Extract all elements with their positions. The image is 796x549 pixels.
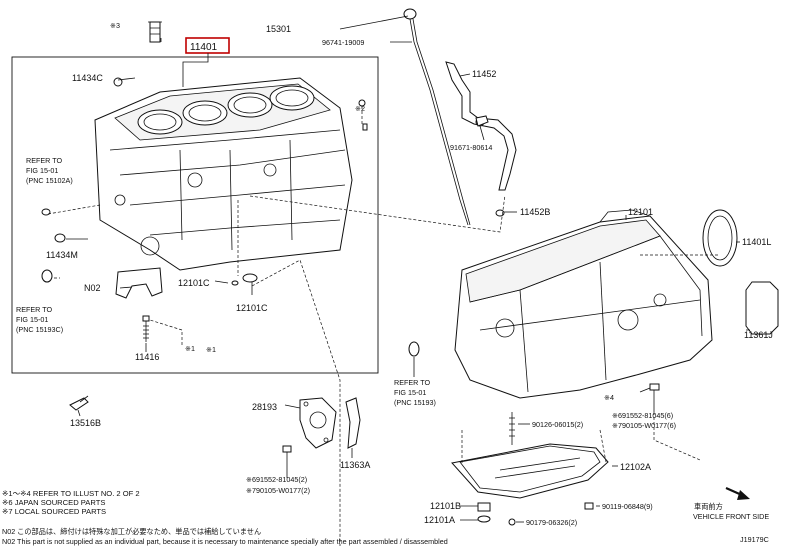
refer2-line2: FIG 15-01 <box>16 315 48 324</box>
callout-79010-right[interactable]: ※790105-W0177(6) <box>612 421 676 430</box>
callout-12101a[interactable]: 12101A <box>424 515 455 525</box>
refer2-line3[interactable]: (PNC 15193C) <box>16 325 63 334</box>
callout-91552-left[interactable]: ※691552-81045(2) <box>246 475 307 484</box>
refer3-line3[interactable]: (PNC 15193) <box>394 398 436 407</box>
marker-m3: ※3 <box>110 21 120 30</box>
oil-pan-no2-12102a[interactable] <box>451 443 609 499</box>
orientation-jp: 車両前方 <box>694 502 723 511</box>
callout-12101b[interactable]: 12101B <box>430 501 461 511</box>
callout-28193[interactable]: 28193 <box>252 402 277 412</box>
knock-pin-top[interactable] <box>148 21 162 43</box>
refer3-line1: REFER TO <box>394 378 430 387</box>
callout-90179[interactable]: 90179-06326(2) <box>526 518 577 527</box>
note-line-3: ※7 LOCAL SOURCED PARTS <box>2 507 107 516</box>
oil-pan-12101[interactable] <box>454 209 713 399</box>
refer3-line2: FIG 15-01 <box>394 388 426 397</box>
oil-seal-11401l[interactable] <box>702 209 738 267</box>
oil-level-gauge-15301[interactable] <box>403 8 471 226</box>
sensor-13516b[interactable] <box>69 395 89 411</box>
marker-m2: ※2 <box>355 104 365 113</box>
stud-90126[interactable] <box>509 412 515 445</box>
callout-11401[interactable]: 11401 <box>190 42 218 53</box>
callout-12101[interactable]: 12101 <box>628 207 653 217</box>
refer2-line1: REFER TO <box>16 305 52 314</box>
callout-90126[interactable]: 90126-06015(2) <box>532 420 583 429</box>
callout-91671[interactable]: 91671-80614 <box>450 143 492 152</box>
plug-11434m[interactable] <box>54 233 66 243</box>
plug-11434c[interactable] <box>113 77 123 87</box>
oring-refer2[interactable] <box>41 269 53 283</box>
marker-m1: ※1 <box>185 344 195 353</box>
callout-12101c-a[interactable]: 12101C <box>178 278 210 288</box>
callout-15301[interactable]: 15301 <box>266 24 291 34</box>
callout-12102a[interactable]: 12102A <box>620 462 651 472</box>
refer1-line2: FIG 15-01 <box>26 166 58 175</box>
callout-11434c[interactable]: 11434C <box>72 73 103 83</box>
callout-13516b[interactable]: 13516B <box>70 418 101 428</box>
highlight-box-11401 <box>185 37 230 54</box>
orientation-en: VEHICLE FRONT SIDE <box>693 512 769 521</box>
drain-plug-12101b[interactable] <box>477 502 491 512</box>
callout-11452[interactable]: 11452 <box>472 69 496 79</box>
callout-11452b[interactable]: 11452B <box>520 207 550 217</box>
bolt-91552-right[interactable] <box>649 383 660 412</box>
refer1-line1: REFER TO <box>26 156 62 165</box>
bolt-91552-left[interactable] <box>282 445 292 470</box>
refer1-line3[interactable]: (PNC 15102A) <box>26 176 73 185</box>
callout-11363a[interactable]: 11363A <box>340 460 370 470</box>
gasket-12101a[interactable] <box>477 515 491 523</box>
callout-11416[interactable]: 11416 <box>135 352 159 362</box>
callout-79010-left[interactable]: ※790105-W0177(2) <box>246 486 310 495</box>
bolt-90119[interactable] <box>584 502 594 510</box>
vehicle-front-arrow-icon <box>725 486 750 500</box>
callout-90119[interactable]: 90119-06848(9) <box>602 502 653 511</box>
note-line-2: ※6 JAPAN SOURCED PARTS <box>2 498 106 507</box>
note-line-1: ※1～※4 REFER TO ILLUST NO. 2 OF 2 <box>2 489 140 498</box>
cylinder-block[interactable] <box>94 77 353 271</box>
bracket-11363a[interactable] <box>345 397 361 449</box>
marker-m1b: ※1 <box>206 345 216 354</box>
oring-refer1[interactable] <box>41 208 51 216</box>
block-frame <box>11 56 379 374</box>
diagram-id: J19179C <box>740 535 769 544</box>
nut-90179[interactable] <box>508 518 516 526</box>
bolt-11416[interactable] <box>142 315 150 342</box>
callout-96741[interactable]: 96741-19009 <box>322 38 364 47</box>
oring-11452b[interactable] <box>495 209 505 217</box>
pin-m2[interactable] <box>358 99 368 131</box>
callout-12101c-b[interactable]: 12101C <box>236 303 268 313</box>
oil-gauge-guide-11452[interactable] <box>445 61 517 191</box>
callout-11361j[interactable]: 11361J <box>744 330 773 340</box>
callout-11401l[interactable]: 11401L <box>742 237 771 247</box>
marker-m4: ※4 <box>604 393 614 402</box>
cover-11361j[interactable] <box>745 281 779 335</box>
callout-11434m[interactable]: 11434M <box>46 250 78 260</box>
note-line-4: N02 この部品は、締付けは特殊な加工が必要なため、単品では補給していません <box>2 527 262 536</box>
gasket-28193[interactable] <box>299 397 337 449</box>
callout-91552-right[interactable]: ※691552-81045(6) <box>612 411 673 420</box>
oring-refer3[interactable] <box>408 341 420 357</box>
oring-12101c[interactable] <box>231 273 258 286</box>
callout-n02[interactable]: N02 <box>84 283 101 293</box>
note-line-5: N02 This part is not supplied as an indi… <box>2 537 448 546</box>
bearing-cap-n02[interactable] <box>115 267 163 299</box>
bolt-91671[interactable] <box>475 115 489 127</box>
